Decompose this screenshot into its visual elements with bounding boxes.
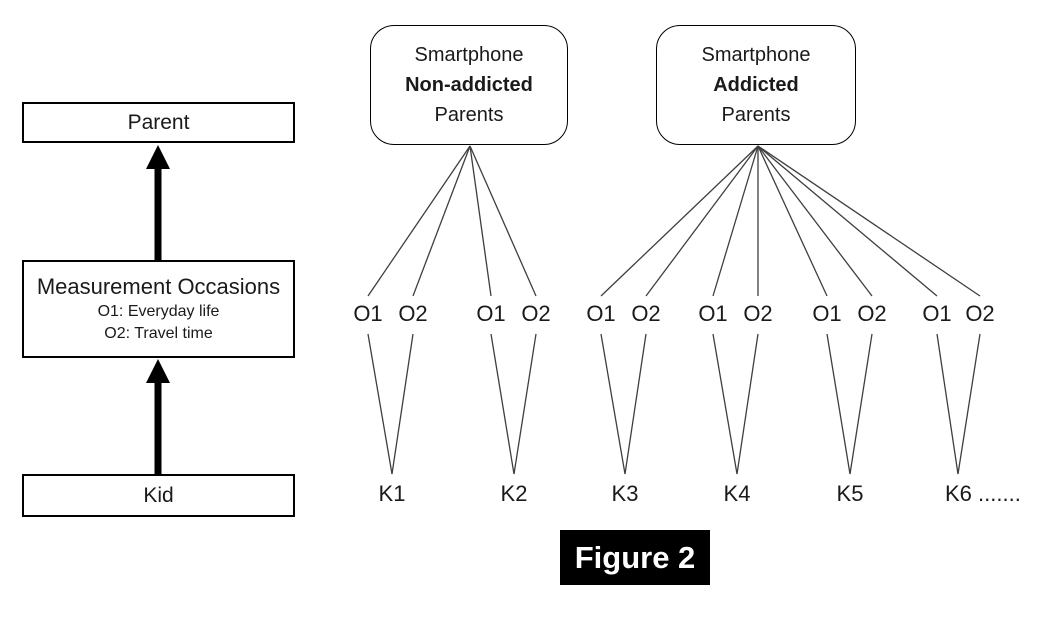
nonaddicted-parents-line1: Smartphone (414, 44, 524, 66)
occasion2-definition: O2: Travel time (104, 325, 213, 342)
measurement-occasions-title: Measurement Occasions (36, 274, 281, 299)
kid-label-k6: K6 ....... (945, 481, 1021, 506)
measurement-occasions-box: Measurement Occasions O1: Everyday life … (22, 260, 295, 358)
kid-box-label: Kid (143, 483, 174, 507)
parent-box: Parent (22, 102, 295, 143)
kid-label-k4: K4 (723, 481, 751, 506)
kid-label-k1: K1 (378, 481, 406, 506)
parent-box-label: Parent (127, 110, 190, 134)
nonaddicted-parents-line3: Parents (434, 104, 504, 126)
kid-box: Kid (22, 474, 295, 517)
occasion-label-k4-o1: O1 (698, 301, 728, 326)
occasion-label-k2-o1: O1 (476, 301, 506, 326)
occasion-label-k5-o1: O1 (812, 301, 842, 326)
occasion-label-k6-o2: O2 (965, 301, 995, 326)
nonaddicted-parents-box: Smartphone Non-addicted Parents (370, 25, 568, 145)
kid-to-occasions-arrow (146, 359, 170, 474)
occasion-to-kid-lines (367, 333, 981, 475)
addicted-parents-line1: Smartphone (701, 44, 811, 66)
nonaddicted-fan-lines (367, 145, 537, 297)
occasion-label-k5-o2: O2 (857, 301, 887, 326)
occasion-label-k2-o2: O2 (521, 301, 551, 326)
kid-label-k5: K5 (836, 481, 864, 506)
addicted-parents-box: Smartphone Addicted Parents (656, 25, 856, 145)
occasion-label-k1-o2: O2 (398, 301, 428, 326)
occasion-label-k4-o2: O2 (743, 301, 773, 326)
kid-label-k2: K2 (500, 481, 528, 506)
occasion1-definition: O1: Everyday life (97, 303, 220, 320)
figure-caption-text: Figure 2 (574, 539, 696, 575)
occasion-label-k1-o1: O1 (353, 301, 383, 326)
occasion-label-k3-o1: O1 (586, 301, 616, 326)
nonaddicted-parents-line2: Non-addicted (405, 74, 533, 96)
addicted-parents-line2: Addicted (713, 74, 799, 96)
occasion-label-k6-o1: O1 (922, 301, 952, 326)
occasions-to-parent-arrow (146, 145, 170, 260)
kid-label-k3: K3 (611, 481, 639, 506)
occasion-label-k3-o2: O2 (631, 301, 661, 326)
addicted-fan-lines (600, 145, 981, 297)
addicted-parents-line3: Parents (721, 104, 791, 126)
figure-caption: Figure 2 (560, 530, 710, 585)
